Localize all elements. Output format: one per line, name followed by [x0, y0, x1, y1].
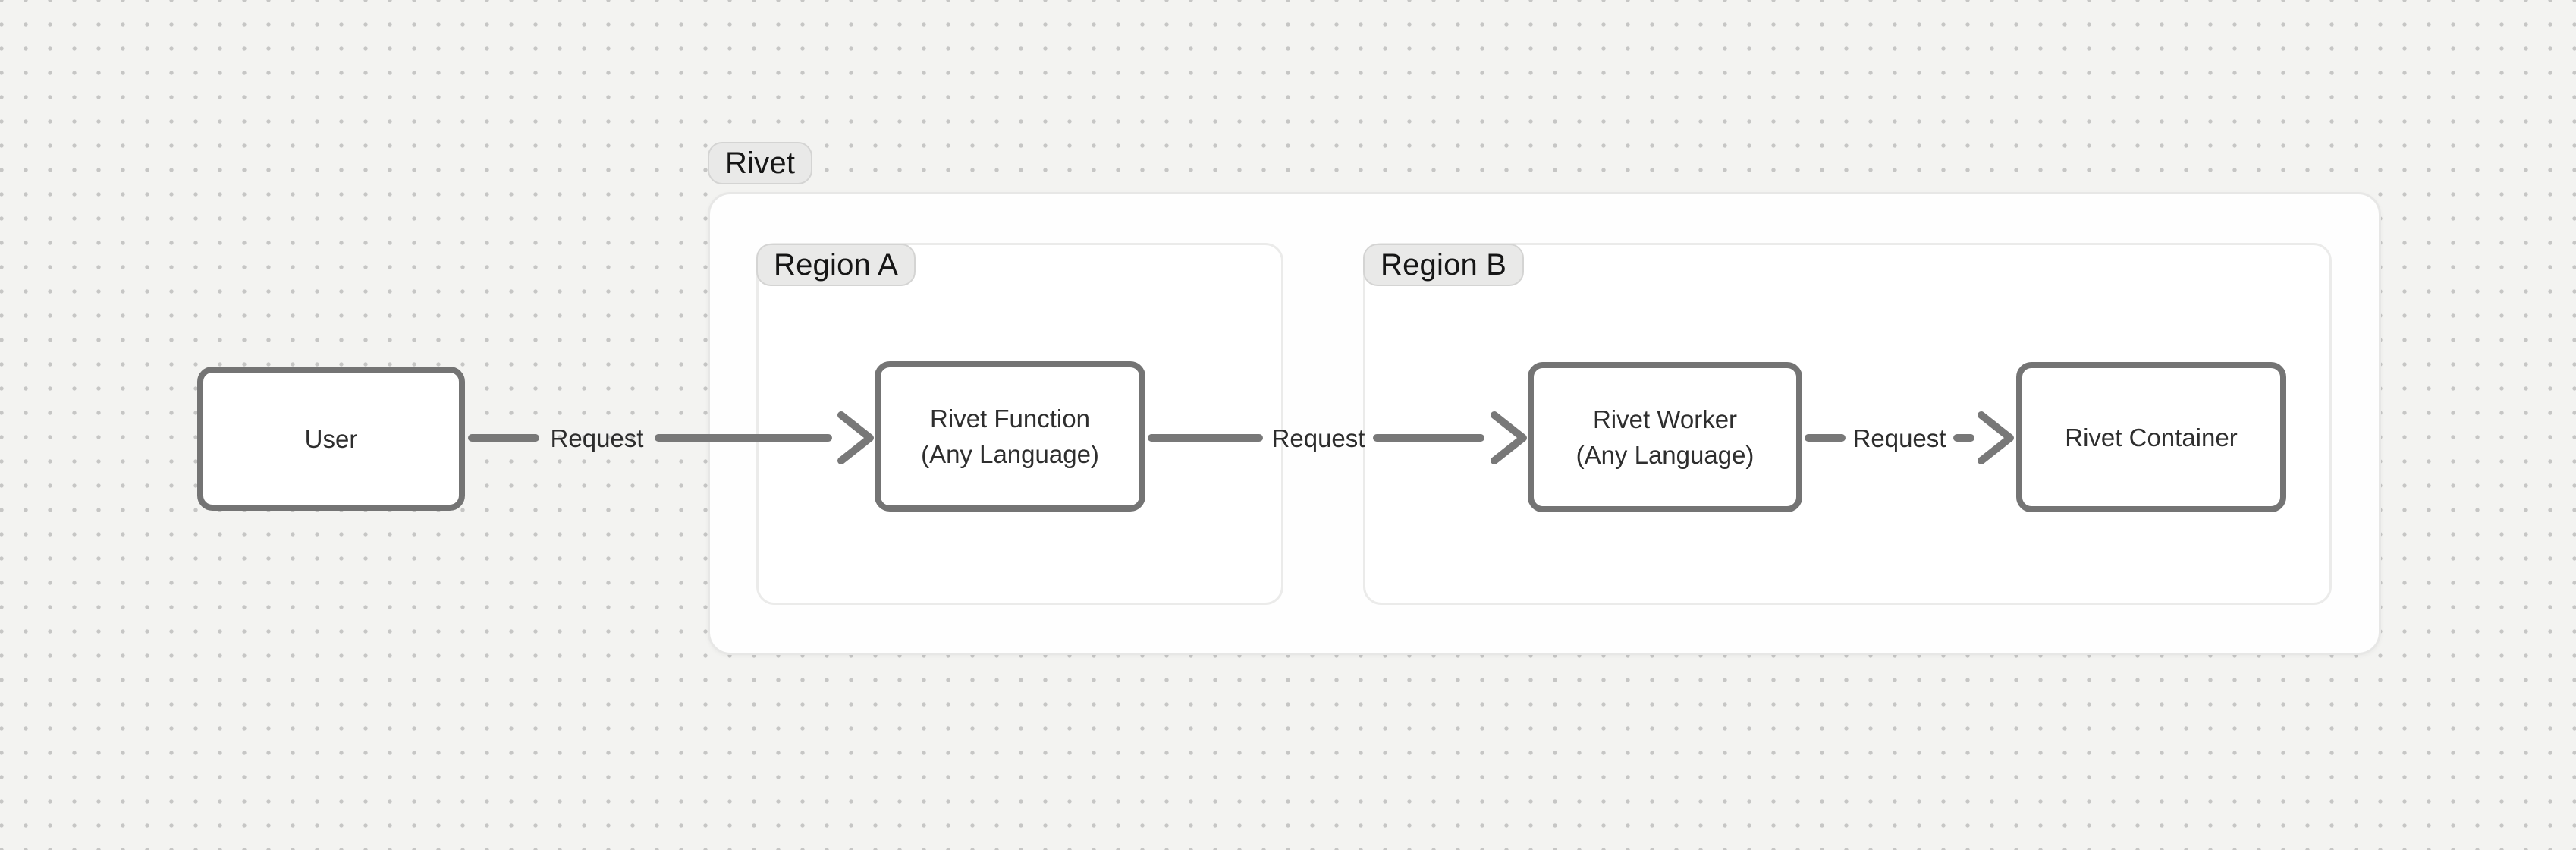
edge-label-request-1: Request [550, 424, 644, 452]
node-label: Rivet Container [2065, 423, 2238, 452]
node-label: User [304, 424, 358, 453]
region-b-label: Region B [1363, 244, 1525, 286]
node-rivet-container: Rivet Container [2016, 362, 2286, 512]
node-user: User [197, 367, 465, 511]
node-sublabel: (Any Language) [1575, 441, 1755, 469]
node-sublabel: (Any Language) [921, 440, 1099, 468]
edge-label-request-2: Request [1271, 424, 1365, 452]
node-rivet-function: Rivet Function (Any Language) [875, 361, 1145, 512]
node-rivet-worker: Rivet Worker (Any Language) [1528, 362, 1802, 512]
node-label: Rivet Function [930, 405, 1090, 433]
edge-label-request-3: Request [1852, 424, 1946, 452]
region-a-label: Region A [756, 244, 916, 286]
rivet-group-label: Rivet [708, 142, 813, 184]
node-label: Rivet Worker [1592, 405, 1738, 433]
